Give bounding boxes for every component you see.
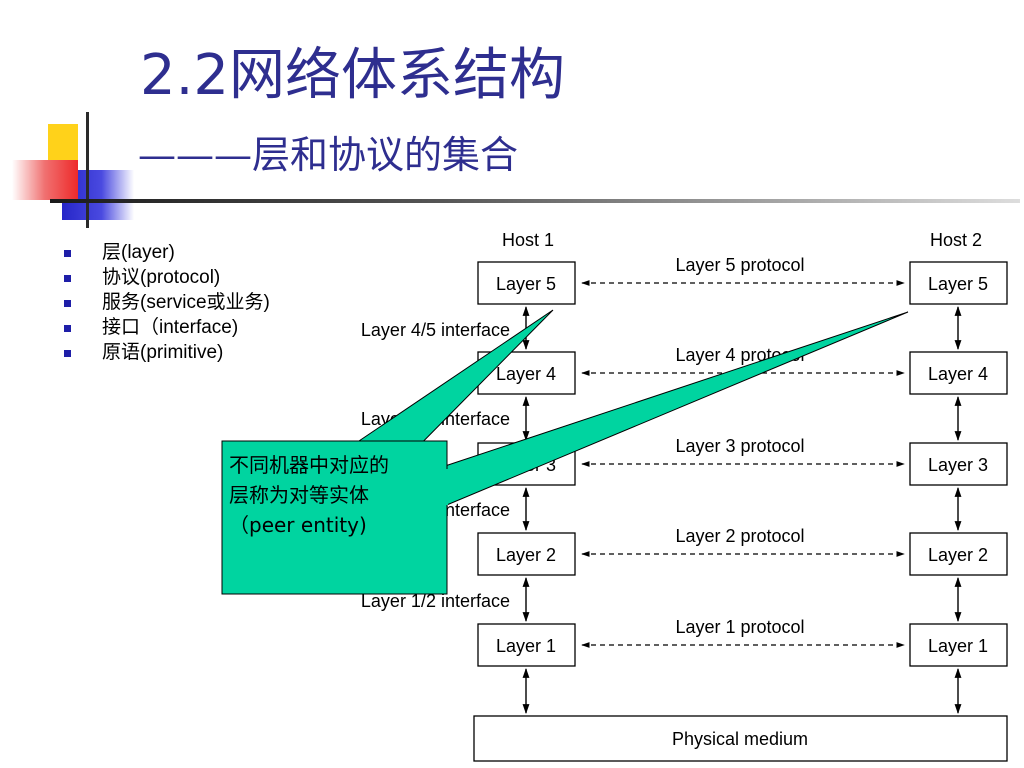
bullet-square-icon [64,250,71,257]
callout-box [221,440,448,595]
host2-layer2-label: Layer 2 [928,545,988,565]
bullet-square-icon [64,300,71,307]
host1-layer5-label: Layer 5 [496,274,556,294]
bullet-item: 层(layer) [60,240,270,265]
decor-horizontal-line [50,199,1020,203]
callout-text: 不同机器中对应的 层称为对等实体 （peer entity) [229,450,441,540]
layer2-protocol-label: Layer 2 protocol [675,526,804,546]
bullet-square-icon [64,350,71,357]
layer1-protocol-label: Layer 1 protocol [675,617,804,637]
page-subtitle: ———层和协议的集合 [138,133,519,177]
bullet-square-icon [64,325,71,332]
decor-red-square [12,160,78,200]
bullet-item: 协议(protocol) [60,265,270,290]
host1-layer2-label: Layer 2 [496,545,556,565]
interface-4-5-label: Layer 4/5 interface [361,320,510,340]
host1-layer5-box [477,261,576,305]
callout-line: 层称为对等实体 [229,483,369,507]
bullet-text: 服务(service或业务) [102,292,270,313]
bullet-item: 原语(primitive) [60,340,270,365]
host2-layer1-box [909,623,1008,667]
bullet-list: 层(layer) 协议(protocol) 服务(service或业务) 接口（… [60,240,270,365]
decor-vertical-line [86,112,89,228]
bullet-item: 服务(service或业务) [60,290,270,315]
host2-layer5-label: Layer 5 [928,274,988,294]
interface-1-2-label: Layer 1/2 interface [361,591,510,611]
bullet-text: 协议(protocol) [102,267,221,288]
bullet-text: 原语(primitive) [102,342,224,363]
host2-layer3-label: Layer 3 [928,455,988,475]
physical-medium-label: Physical medium [672,729,808,749]
host2-layer2-box [909,532,1008,576]
host2-layer1-label: Layer 1 [928,636,988,656]
host2-label: Host 2 [930,230,982,250]
callout-line: 不同机器中对应的 [229,453,389,477]
callout-seam-right [445,469,448,505]
host1-layer1-box [477,623,576,667]
bullet-text: 层(layer) [102,242,175,263]
host1-layer4-label: Layer 4 [496,364,556,384]
callout-line: （peer entity) [229,513,367,537]
host2-layer5-box [909,261,1008,305]
physical-medium-box [473,715,1008,762]
host2-layer4-label: Layer 4 [928,364,988,384]
bullet-item: 接口（interface) [60,315,270,340]
layer5-protocol-label: Layer 5 protocol [675,255,804,275]
host2-layer3-box [909,442,1008,486]
host2-layer4-box [909,351,1008,395]
layer3-protocol-label: Layer 3 protocol [675,436,804,456]
page-title: 2.2网络体系结构 [140,43,566,108]
host1-label: Host 1 [502,230,554,250]
bullet-square-icon [64,275,71,282]
bullet-text: 接口（interface) [102,317,239,338]
host1-layer1-label: Layer 1 [496,636,556,656]
callout-seam-top [356,442,399,449]
host1-layer2-box [477,532,576,576]
